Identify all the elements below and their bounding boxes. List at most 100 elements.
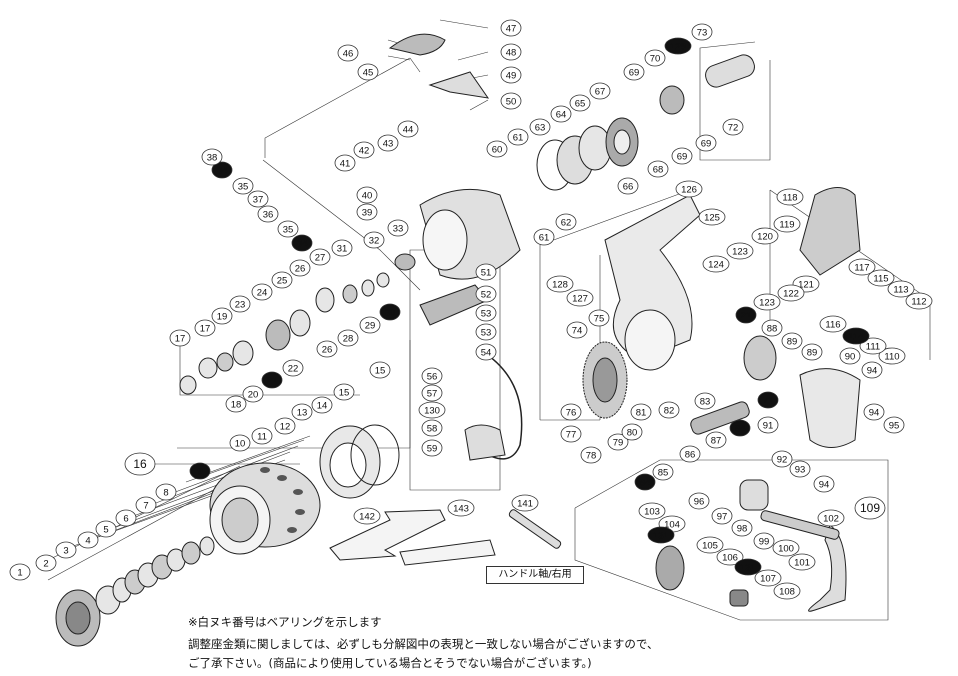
callout-number: 30 [385, 308, 396, 319]
callout-number: 67 [595, 87, 606, 98]
bail-wire-shape [479, 349, 523, 460]
callout-56: 56 [421, 367, 443, 385]
callout-oval [261, 371, 283, 389]
callout-oval [729, 419, 751, 437]
callout-number: 141 [517, 499, 533, 510]
callout-number: 108 [779, 587, 795, 598]
callout-oval [291, 403, 313, 421]
callout-129: 129 [664, 37, 692, 55]
callout-102: 102 [817, 509, 845, 527]
callout-number: 10 [235, 439, 246, 450]
callout-oval [757, 416, 779, 434]
callout-number: 79 [613, 438, 624, 449]
callout-oval [848, 258, 876, 276]
callout-number: 114 [848, 332, 864, 343]
callout-89: 89 [781, 332, 803, 350]
callout-oval [839, 347, 861, 365]
callout-12: 12 [274, 417, 296, 435]
callout-oval [475, 263, 497, 281]
callout-number: 26 [322, 345, 333, 356]
callout-number: 142 [359, 512, 375, 523]
callout-number: 18 [231, 400, 242, 411]
callout-number: 88 [767, 324, 778, 335]
callout-oval [617, 177, 639, 195]
callout-103: 103 [638, 502, 666, 520]
callout-130: 130 [418, 401, 446, 419]
callout-number: 77 [566, 430, 577, 441]
callout-number: 28 [343, 334, 354, 345]
callout-60: 60 [486, 140, 508, 158]
callout-number: 51 [481, 268, 492, 279]
callout-43: 43 [377, 134, 399, 152]
callout-84: 84 [634, 473, 656, 491]
callout-oval [776, 188, 804, 206]
callout-oval [311, 396, 333, 414]
callout-oval [500, 43, 522, 61]
callout-number: 94 [819, 480, 830, 491]
callout-oval [363, 231, 385, 249]
callout-oval [9, 563, 31, 581]
callout-oval [77, 531, 99, 549]
callout-oval [588, 309, 610, 327]
callout-oval [421, 419, 443, 437]
callout-oval [878, 347, 906, 365]
callout-123: 123 [726, 242, 754, 260]
shim-note-line1: 調整座金類に関しましては、必ずしも分解図中の表現と一致しない場合がございますので… [188, 637, 659, 651]
callout-oval [447, 499, 475, 517]
callout-number: 118 [782, 193, 797, 204]
callout-number: 26 [295, 264, 306, 275]
callout-oval [257, 205, 279, 223]
callout-oval [634, 473, 656, 491]
callout-74: 74 [566, 321, 588, 339]
callout-oval [621, 423, 643, 441]
callout-99: 99 [753, 532, 775, 550]
callout-oval [817, 509, 845, 527]
callout-number: 81 [636, 408, 647, 419]
callout-39: 39 [356, 203, 378, 221]
callout-63: 63 [529, 118, 551, 136]
callout-13: 13 [291, 403, 313, 421]
callout-number: 69 [701, 139, 712, 150]
callout-26: 26 [289, 259, 311, 277]
callout-27: 27 [309, 248, 331, 266]
callout-oval [369, 361, 391, 379]
callout-92: 92 [771, 450, 793, 468]
callout-oval [647, 160, 669, 178]
callout-oval [607, 433, 629, 451]
callout-19: 19 [211, 307, 233, 325]
callout-oval [271, 271, 293, 289]
callout-number: 46 [343, 49, 354, 60]
callout-oval [507, 128, 529, 146]
callout-113: 113 [887, 280, 915, 298]
callout-number: 40 [362, 191, 373, 202]
callout-number: 105 [702, 541, 718, 552]
callout-77: 77 [560, 425, 582, 443]
callout-number: 83 [700, 397, 711, 408]
callout-142: 142 [353, 507, 381, 525]
callout-oval [696, 536, 724, 554]
callout-number: 56 [427, 372, 438, 383]
callout-number: 85 [658, 468, 669, 479]
callout-number: 31 [337, 244, 348, 255]
callout-40: 40 [356, 186, 378, 204]
callout-oval [560, 425, 582, 443]
callout-141: 141 [511, 494, 539, 512]
callout-111: 111 [859, 337, 887, 355]
callout-97: 97 [711, 507, 733, 525]
callout-84: 84 [729, 419, 751, 437]
callout-11: 11 [251, 427, 273, 445]
callout-8: 8 [155, 483, 177, 501]
callout-oval [630, 403, 652, 421]
callout-oval [801, 343, 823, 361]
callout-oval [726, 242, 754, 260]
callout-oval [702, 255, 730, 273]
callout-oval [777, 284, 805, 302]
callout-number: 17 [200, 324, 211, 335]
callout-85: 85 [652, 463, 674, 481]
callout-number: 47 [506, 24, 517, 35]
callout-51: 51 [475, 263, 497, 281]
callout-oval [691, 23, 713, 41]
callout-number: 115 [873, 274, 888, 285]
shim-note-line2: ご了承下さい。(商品により使用している場合とそうでない場合がございます。) [188, 656, 592, 670]
callout-number: 24 [257, 288, 268, 299]
